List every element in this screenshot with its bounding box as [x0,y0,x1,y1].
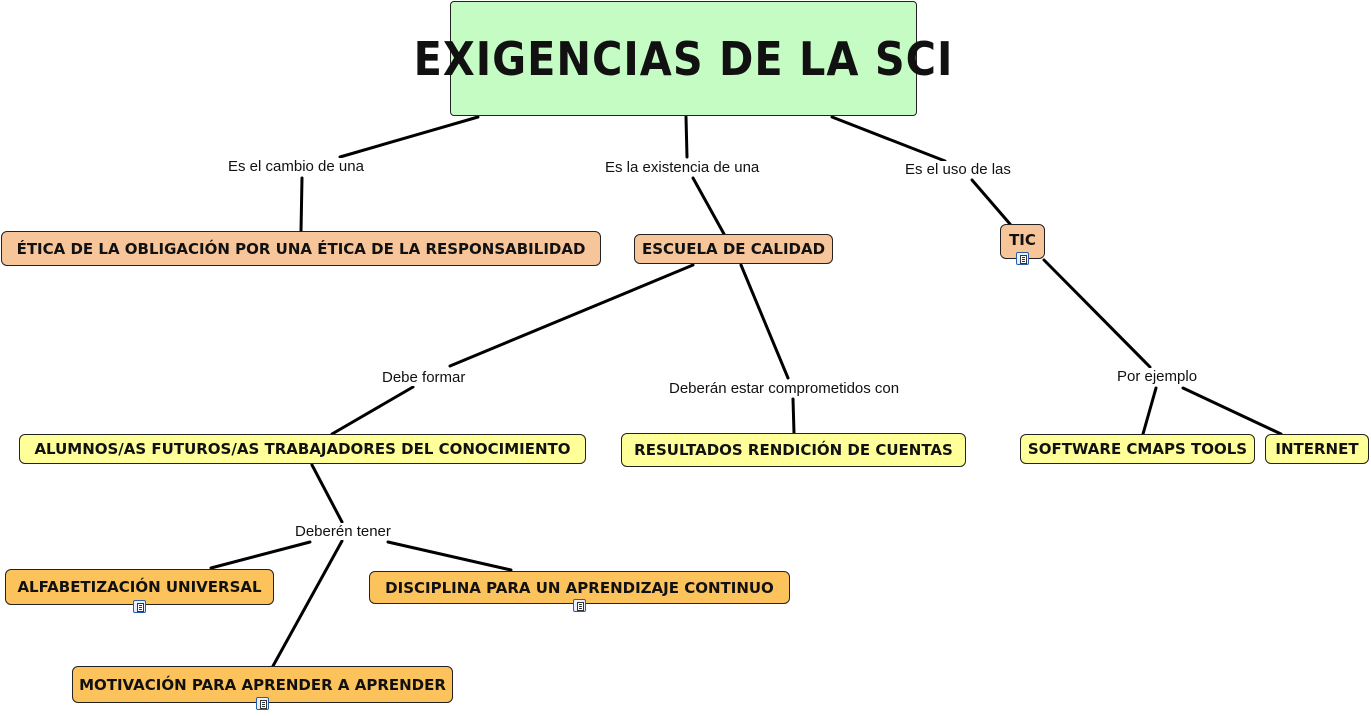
concept-alumnos[interactable]: ALUMNOS/AS FUTUROS/AS TRABAJADORES DEL C… [19,434,586,464]
concept-etica[interactable]: ÉTICA DE LA OBLIGACIÓN POR UNA ÉTICA DE … [1,231,601,266]
link-alumnos-tener [310,463,344,524]
link-ejemplo-software [1141,386,1158,436]
linking-phrase-cambio[interactable]: Es el cambio de una [226,158,366,175]
concept-internet[interactable]: INTERNET [1265,434,1369,464]
linking-phrase-formar[interactable]: Debe formar [380,369,468,386]
concept-software[interactable]: SOFTWARE CMAPS TOOLS [1020,434,1255,464]
concept-escuela[interactable]: ESCUELA DE CALIDAD [634,234,833,264]
link-uso-tic [970,178,1012,226]
link-tener-alfabetizacion [209,540,312,570]
concept-resultados[interactable]: RESULTADOS RENDICIÓN DE CUENTAS [621,433,966,467]
linking-phrase-comprometidos[interactable]: Deberán estar comprometidos con [667,380,902,397]
concept-alfabetizacion[interactable]: ALFABETIZACIÓN UNIVERSAL [5,569,274,605]
linking-phrase-uso[interactable]: Es el uso de las [903,161,1013,178]
link-title-cambio [338,115,480,159]
motivacion-resource-icon[interactable] [256,697,269,710]
tic-resource-icon[interactable] [1016,252,1029,265]
link-title-uso [830,115,947,163]
link-formar-alumnos [330,385,415,436]
link-tic-ejemplo [1042,258,1152,369]
link-existencia-escuela [691,176,726,236]
concept-disciplina[interactable]: DISCIPLINA PARA UN APRENDIZAJE CONTINUO [369,571,790,604]
alfabetizacion-resource-icon[interactable] [133,600,146,613]
concept-title[interactable]: EXIGENCIAS DE LA SCI [414,1,952,116]
linking-phrase-ejemplo[interactable]: Por ejemplo [1115,368,1200,385]
linking-phrase-existencia[interactable]: Es la existencia de una [603,159,762,176]
link-tener-motivacion [271,539,344,668]
disciplina-resource-icon[interactable] [573,599,586,612]
linking-phrase-tener[interactable]: Deberén tener [293,523,393,540]
link-title-existencia [684,115,689,159]
link-comprometidos-resultados [791,397,796,435]
link-tener-disciplina [386,540,513,572]
link-escuela-comprometidos [739,263,790,380]
link-escuela-formar [448,263,695,368]
link-ejemplo-internet [1181,386,1283,436]
link-cambio-etica [299,176,304,233]
